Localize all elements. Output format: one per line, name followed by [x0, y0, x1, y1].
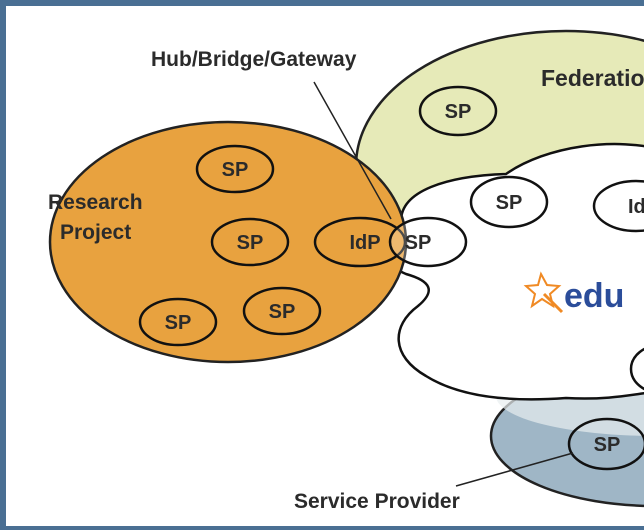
edugain-idp-node: IdP [592, 179, 644, 233]
svg-text:SP: SP [405, 232, 432, 254]
edugain-cloud [384, 142, 644, 401]
federation-sp-node: SP [418, 85, 498, 137]
edge-node [629, 347, 644, 391]
svg-text:SP: SP [237, 232, 264, 254]
edugain-logo-text: edu [564, 277, 624, 315]
federation-diagram: Federation Hub/Bridge/Gateway Research P… [48, 29, 644, 513]
svg-text:IdP: IdP [349, 232, 380, 254]
diagram-frame: Federation Hub/Bridge/Gateway Research P… [6, 6, 644, 526]
svg-text:SP: SP [165, 312, 192, 334]
svg-text:SP: SP [222, 159, 249, 181]
service-provider-pointer-line [455, 452, 574, 487]
svg-text:SP: SP [594, 434, 621, 456]
service-sp-node: SP [567, 417, 644, 471]
gateway-sp-node: SP [388, 216, 468, 268]
sp-node: SP [242, 286, 322, 336]
svg-text:SP: SP [496, 192, 523, 214]
research-label-line2: Project [60, 221, 131, 244]
gateway-idp-node: IdP [313, 216, 407, 268]
svg-text:IdP: IdP [628, 196, 644, 218]
svg-text:SP: SP [445, 101, 472, 123]
sp-node: SP [138, 297, 218, 347]
sp-node: SP [210, 217, 290, 267]
hub-pointer-line [313, 81, 392, 220]
hub-bridge-gateway-label: Hub/Bridge/Gateway [151, 48, 357, 71]
edugain-sp-node: SP [469, 175, 549, 229]
service-provider-label: Service Provider [294, 490, 460, 513]
research-label-line1: Research [48, 191, 143, 214]
sp-node: SP [195, 144, 275, 194]
federation-label: Federation [541, 65, 644, 91]
svg-text:SP: SP [269, 301, 296, 323]
star-key-icon [523, 271, 564, 314]
